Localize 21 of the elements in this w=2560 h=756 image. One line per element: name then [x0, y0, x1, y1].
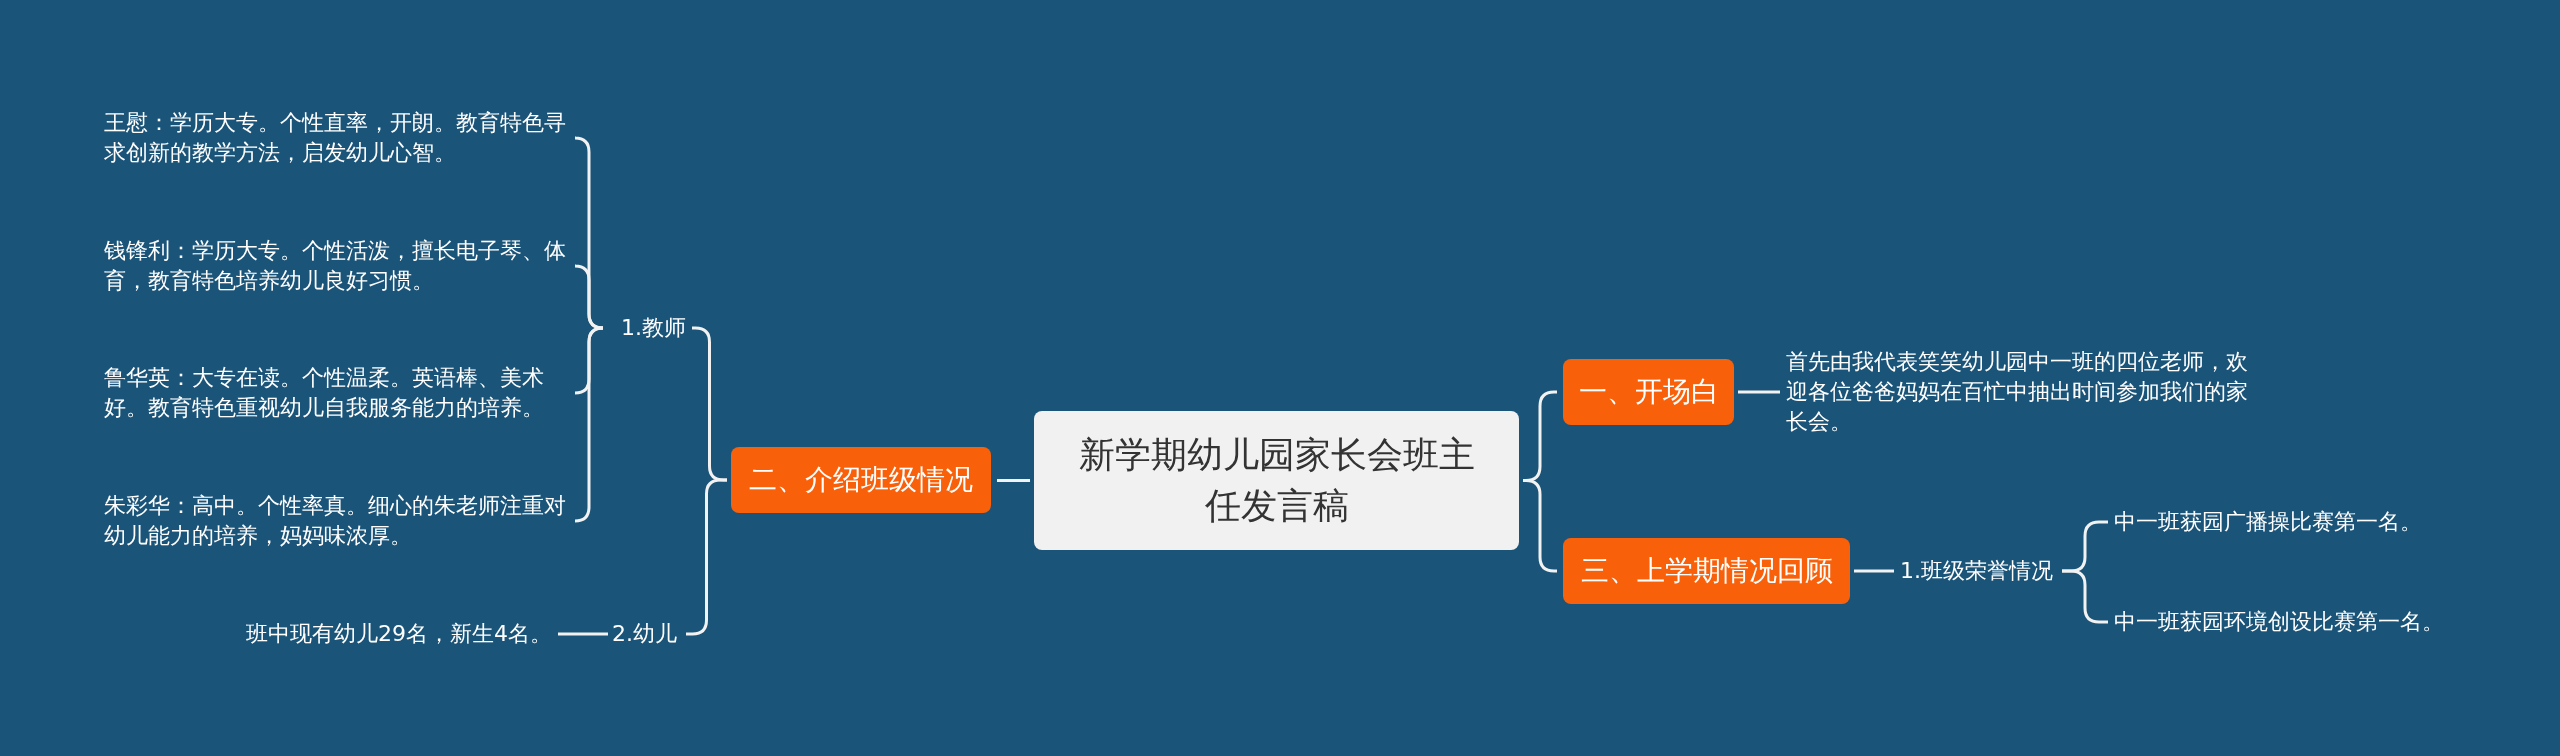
note-text: 1.班级荣誉情况: [1900, 553, 2058, 589]
connector-line: [1738, 390, 1780, 394]
topic-box: 新学期幼儿园家长会班主任发言稿: [1034, 411, 1519, 550]
connector-line: [1854, 569, 1894, 573]
connector-line: [997, 479, 1030, 482]
note-text: 2.幼儿: [612, 616, 680, 652]
branch-box: 三、上学期情况回顾: [1563, 538, 1850, 604]
note-text: 钱锋利：学历大专。个性活泼，擅长电子琴、体育，教育特色培养幼儿良好习惯。: [104, 236, 570, 296]
note-text: 中一班获园广播操比赛第一名。: [2114, 504, 2454, 540]
note-text: 首先由我代表笑笑幼儿园中一班的四位老师，欢迎各位爸爸妈妈在百忙中抽出时间参加我们的家长会。: [1786, 347, 2251, 437]
note-text: 朱彩华：高中。个性率真。细心的朱老师注重对幼儿能力的培养，妈妈味浓厚。: [104, 491, 570, 551]
note-text: 班中现有幼儿29名，新生4名。: [236, 616, 552, 652]
branch-box: 二、介绍班级情况: [731, 447, 991, 513]
note-text: 1.教师: [606, 310, 686, 346]
note-text: 中一班获园环境创设比赛第一名。: [2114, 604, 2474, 640]
connector-line: [573, 326, 605, 523]
connector-line: [558, 632, 608, 636]
note-text: 王慰：学历大专。个性直率，开朗。教育特色寻求创新的教学方法，启发幼儿心智。: [104, 108, 570, 168]
connector-line: [573, 264, 605, 330]
branch-box: 一、开场白: [1563, 359, 1734, 425]
note-text: 鲁华英：大专在读。个性温柔。英语棒、美术好。教育特色重视幼儿自我服务能力的培养。: [104, 363, 570, 423]
